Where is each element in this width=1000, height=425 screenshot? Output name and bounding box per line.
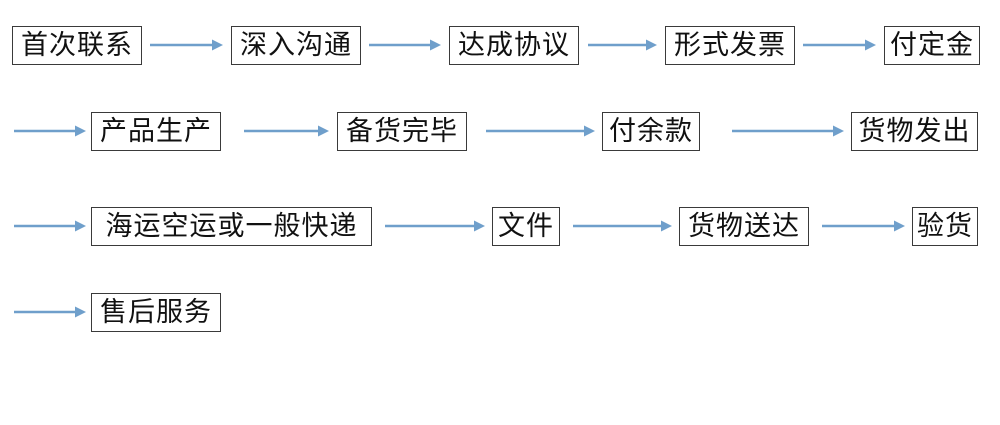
flow-node-n13[interactable]: 验货 <box>912 207 978 246</box>
flow-node-n12[interactable]: 货物送达 <box>679 207 809 246</box>
flow-node-n4[interactable]: 形式发票 <box>665 26 795 65</box>
flow-node-n5[interactable]: 付定金 <box>884 26 980 65</box>
flow-arrow-r0-3 <box>803 38 876 52</box>
flow-arrow-r0-0 <box>150 38 223 52</box>
flow-arrow-r3-0 <box>14 305 86 319</box>
flow-arrow-r0-2 <box>588 38 657 52</box>
flow-node-n8[interactable]: 付余款 <box>602 112 700 151</box>
flow-node-n7[interactable]: 备货完毕 <box>337 112 467 151</box>
flow-arrow-r1-2 <box>486 124 595 138</box>
flow-arrow-r1-1 <box>244 124 329 138</box>
flow-node-n1[interactable]: 首次联系 <box>12 26 142 65</box>
flow-arrow-r2-1 <box>385 219 485 233</box>
flow-node-n3[interactable]: 达成协议 <box>449 26 579 65</box>
flow-node-n9[interactable]: 货物发出 <box>851 112 978 151</box>
flow-arrow-r1-3 <box>732 124 844 138</box>
flow-arrow-r2-0 <box>14 219 86 233</box>
flow-arrow-r2-3 <box>822 219 905 233</box>
flow-node-n2[interactable]: 深入沟通 <box>231 26 361 65</box>
flow-node-n11[interactable]: 文件 <box>492 207 560 246</box>
flow-arrow-r2-2 <box>573 219 672 233</box>
flow-arrow-r1-0 <box>14 124 86 138</box>
flow-node-n6[interactable]: 产品生产 <box>91 112 221 151</box>
flow-node-n14[interactable]: 售后服务 <box>91 293 221 332</box>
flow-node-n10[interactable]: 海运空运或一般快递 <box>91 207 372 246</box>
flow-arrow-r0-1 <box>369 38 441 52</box>
